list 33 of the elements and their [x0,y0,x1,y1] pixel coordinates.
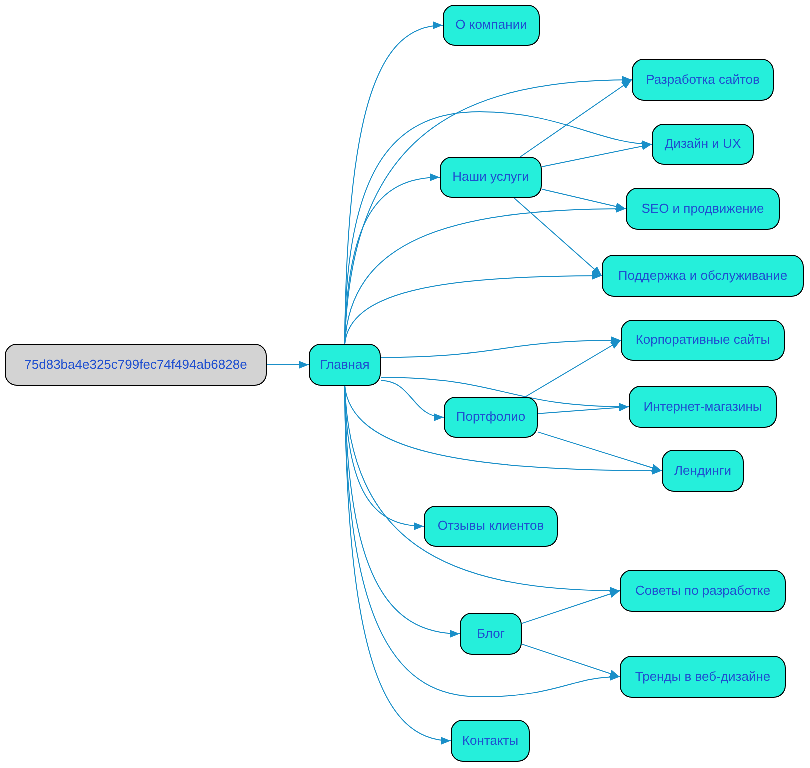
rounded-node-box: Лендинги [662,450,744,492]
rounded-node-box: Наши услуги [440,157,542,198]
arrow [380,336,622,358]
arrow [344,272,602,344]
rounded-node-box: SEO и продвижение [626,188,780,230]
arrow [344,386,662,475]
arrow [520,80,632,158]
rounded-node-box: Корпоративные сайты [621,320,785,361]
arrow [522,590,620,624]
rounded-node-box: Дизайн и UX [652,124,754,165]
arrow [344,205,626,344]
arrow [380,380,444,420]
rounded-node-box: Разработка сайтов [632,59,774,101]
arrow [514,198,602,276]
rounded-node-box: Портфолио [444,397,538,438]
rounded-node-box: Советы по разработке [620,570,786,612]
rounded-node-box: Главная [309,344,381,386]
arrow [525,340,622,398]
rounded-node-box: Поддержка и обслуживание [602,255,804,297]
arrow [380,377,630,411]
arrow [542,142,652,168]
arrow [538,404,630,414]
arrow [266,361,310,369]
rounded-node-box: 75d83ba4e325c799fec74f494ab6828e [5,344,267,386]
arrow [538,432,662,472]
arrow [522,644,620,678]
arrow [542,188,626,211]
rounded-node-box: Интернет-магазины [629,386,777,428]
rounded-node-box: Отзывы клиентов [424,506,558,547]
rounded-node-box: Контакты [451,720,530,762]
rounded-node-box: Тренды в веб-дизайне [620,656,786,698]
rounded-node-box: О компании [443,5,540,46]
rounded-node-box: Блог [460,613,522,655]
